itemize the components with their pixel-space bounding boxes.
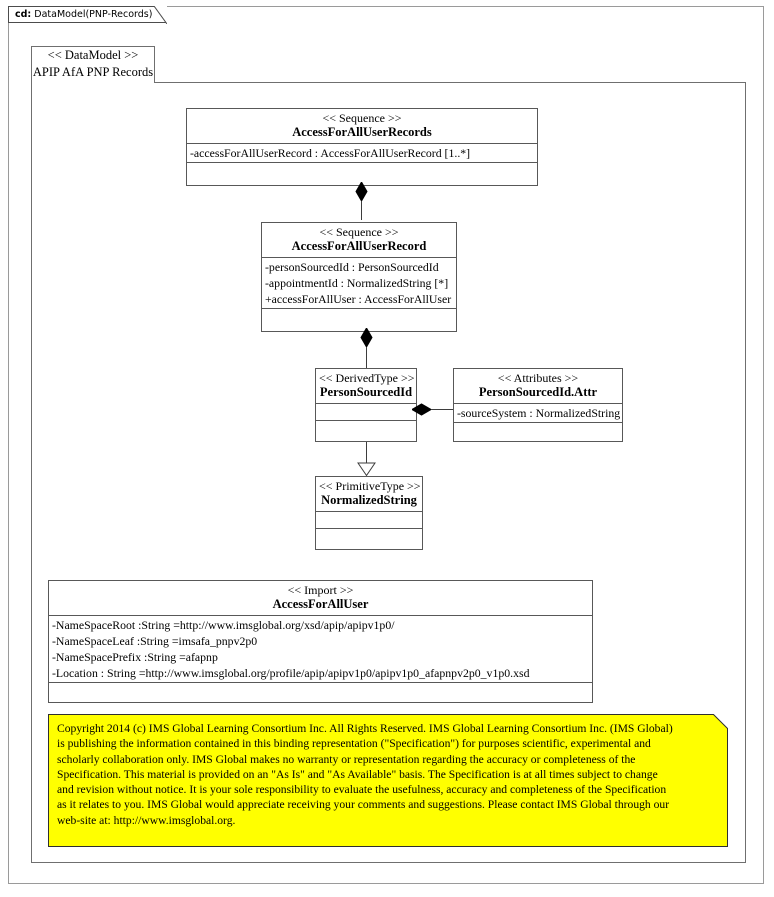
package-datamodel-tab: << DataModel >> APIP AfA PNP Records <box>31 46 155 83</box>
class-access-for-all-user-import[interactable]: << Import >> AccessForAllUser -NameSpace… <box>48 580 593 703</box>
attributes-compartment <box>316 512 422 529</box>
package-tab-seam <box>32 82 154 84</box>
diagram-kind-label: cd: <box>15 9 32 20</box>
operations-compartment <box>316 529 422 545</box>
diagram-title-tab: cd: DataModel(PNP-Records) <box>8 6 168 24</box>
tab-corner-cut-icon <box>154 6 168 24</box>
class-header: << DerivedType >> PersonSourcedId <box>316 369 416 404</box>
class-name: AccessForAllUserRecord <box>291 239 427 253</box>
class-name: PersonSourcedId.Attr <box>478 385 598 399</box>
class-name: AccessForAllUserRecords <box>292 125 432 139</box>
class-header: << Sequence >> AccessForAllUserRecords <box>187 109 537 144</box>
note-line: scholarly collaboration only. IMS Global… <box>57 752 636 766</box>
connector-personsourcedid-to-attr <box>416 409 454 410</box>
class-name: PersonSourcedId <box>319 385 413 399</box>
class-access-for-all-user-records[interactable]: << Sequence >> AccessForAllUserRecords -… <box>186 108 538 186</box>
package-name: APIP AfA PNP Records <box>32 65 154 79</box>
note-line: web-site at: http://www.imsglobal.org. <box>57 813 236 827</box>
package-stereotype: << DataModel >> <box>47 48 139 62</box>
class-stereotype: << Attributes >> <box>497 371 579 385</box>
diagram-title-label: DataModel(PNP-Records) <box>34 9 153 20</box>
class-access-for-all-user-record[interactable]: << Sequence >> AccessForAllUserRecord -p… <box>261 222 457 332</box>
attribute-row: -sourceSystem : NormalizedString <box>457 406 621 420</box>
class-header: << Sequence >> AccessForAllUserRecord <box>262 223 456 258</box>
class-stereotype: << DerivedType >> <box>319 371 415 385</box>
attributes-compartment <box>316 404 416 421</box>
composition-diamond-personsourcedid <box>411 403 432 421</box>
class-person-sourced-id[interactable]: << DerivedType >> PersonSourcedId <box>315 368 417 442</box>
operations-compartment <box>454 423 622 439</box>
operations-compartment <box>262 309 456 325</box>
note-line: is publishing the information contained … <box>57 737 651 751</box>
connector-record-to-personsourcedid <box>366 332 367 368</box>
attribute-row: -personSourcedId : PersonSourcedId <box>265 260 439 274</box>
attributes-compartment: -accessForAllUserRecord : AccessForAllUs… <box>187 144 537 163</box>
note-line: Specification. This material is provided… <box>57 767 658 781</box>
attribute-row: -NameSpacePrefix :String =afapnp <box>52 650 218 664</box>
note-text: Copyright 2014 (c) IMS Global Learning C… <box>49 715 727 832</box>
class-person-sourced-id-attr[interactable]: << Attributes >> PersonSourcedId.Attr -s… <box>453 368 623 442</box>
attributes-compartment: -personSourcedId : PersonSourcedId -appo… <box>262 258 456 309</box>
class-header: << Import >> AccessForAllUser <box>49 581 592 616</box>
note-line: as it relates to you. IMS Global would a… <box>57 798 670 812</box>
connector-records-to-record <box>361 186 362 220</box>
class-stereotype: << Sequence >> <box>319 225 399 239</box>
attributes-compartment: -NameSpaceRoot :String =http://www.imsgl… <box>49 616 592 683</box>
operations-compartment <box>316 421 416 437</box>
attribute-row: -accessForAllUserRecord : AccessForAllUs… <box>190 146 471 160</box>
composition-diamond-record <box>360 327 373 352</box>
attribute-row: -appointmentId : NormalizedString [*] <box>265 276 449 290</box>
attribute-row: +accessForAllUser : AccessForAllUser <box>265 292 452 306</box>
connector-personsourcedid-to-normalizedstring <box>366 442 367 463</box>
attribute-row: -NameSpaceLeaf :String =imsafa_pnpv2p0 <box>52 634 258 648</box>
attributes-compartment: -sourceSystem : NormalizedString <box>454 404 622 423</box>
operations-compartment <box>49 683 592 699</box>
class-header: << PrimitiveType >> NormalizedString <box>316 477 422 512</box>
attribute-row: -Location : String =http://www.imsglobal… <box>52 666 530 680</box>
note-line: Copyright 2014 (c) IMS Global Learning C… <box>57 722 673 735</box>
copyright-note: Copyright 2014 (c) IMS Global Learning C… <box>48 713 729 847</box>
class-stereotype: << Import >> <box>287 583 354 597</box>
class-normalized-string[interactable]: << PrimitiveType >> NormalizedString <box>315 476 423 550</box>
composition-diamond-records <box>355 181 368 206</box>
class-name: NormalizedString <box>321 493 417 507</box>
class-stereotype: << Sequence >> <box>322 111 402 125</box>
class-header: << Attributes >> PersonSourcedId.Attr <box>454 369 622 404</box>
operations-compartment <box>187 163 537 182</box>
generalization-arrow-normalizedstring <box>357 462 376 481</box>
attribute-row: -NameSpaceRoot :String =http://www.imsgl… <box>52 618 395 632</box>
note-fold-icon <box>712 713 729 730</box>
class-stereotype: << PrimitiveType >> <box>319 479 421 493</box>
note-line: and revision without notice. It is your … <box>57 783 667 797</box>
class-name: AccessForAllUser <box>272 597 369 611</box>
